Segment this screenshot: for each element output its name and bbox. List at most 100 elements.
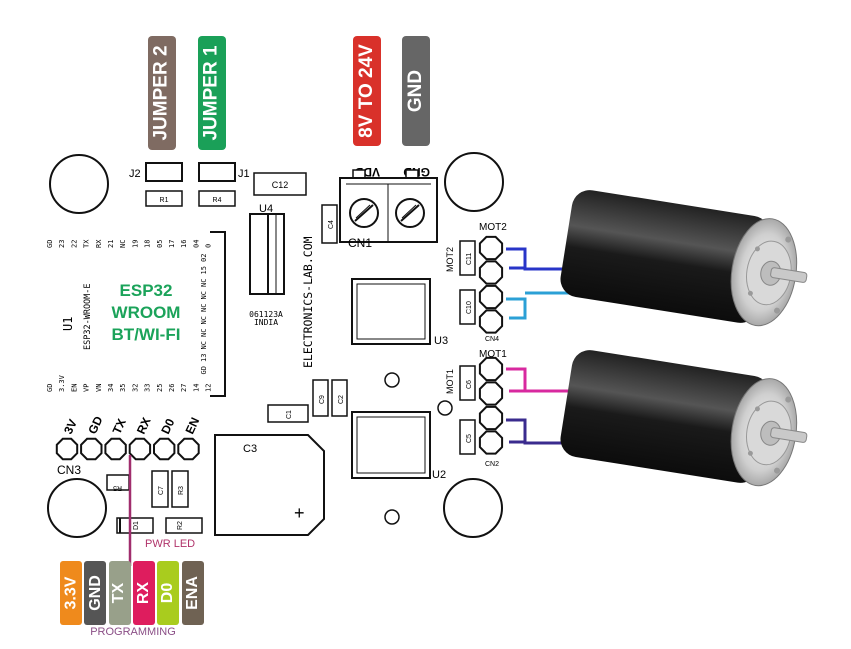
connector-pin[interactable]: [478, 260, 504, 285]
esp32-module-id: ESP32-WROOM-E: [83, 283, 93, 350]
header-pin[interactable]: [128, 437, 152, 461]
capacitor-c10: [459, 289, 476, 325]
esp32-pin-label: NC: [200, 341, 208, 349]
resistor-r4: [198, 190, 236, 207]
esp32-pin-label: 15: [200, 266, 208, 274]
header-pin-label: D0: [158, 416, 177, 436]
esp32-pin-label: 18: [144, 240, 152, 248]
r2-label: R2: [177, 521, 184, 530]
connector-pin[interactable]: [478, 235, 504, 261]
c9-label: C9: [319, 395, 326, 404]
connector-pin[interactable]: [478, 284, 504, 310]
connector-pin[interactable]: [478, 405, 504, 431]
resistor-r3: [171, 470, 189, 508]
c12-label: C12: [272, 180, 289, 190]
board-country: INDIA: [254, 318, 278, 327]
c11-label: C11: [466, 253, 473, 265]
programming-pin-label: GND: [86, 575, 104, 611]
esp32-pin-label: 32: [131, 384, 139, 392]
connector-pin[interactable]: [478, 381, 504, 406]
c7-label: C7: [158, 486, 165, 495]
d1-label: D1: [133, 521, 140, 530]
capacitor-c6: [459, 365, 476, 401]
programming-pin-gnd: GND: [84, 561, 107, 625]
u1-label: U1: [61, 317, 75, 331]
esp32-pin-label: 05: [156, 240, 164, 248]
jumper-1-tag: JUMPER 1: [198, 36, 226, 150]
header-pin[interactable]: [177, 437, 200, 461]
u3-label: U3: [434, 335, 448, 347]
mot1-wire-b: [506, 418, 580, 445]
mot1-label: MOT1: [479, 349, 507, 360]
r4-label: R4: [213, 197, 222, 204]
capacitor-c12: [253, 172, 307, 196]
c5-label: C5: [466, 434, 473, 443]
mot2-label: MOT2: [479, 222, 507, 233]
esp32-pin-label: 34: [107, 384, 115, 392]
jumper-1-text: JUMPER 1: [201, 45, 222, 141]
esp32-pin-label: 14: [192, 384, 200, 392]
programming-pin-tx: TX: [108, 561, 131, 625]
esp32-pin-label: 13: [200, 354, 208, 362]
via-hole: [384, 509, 400, 525]
esp32-pin-label: RX: [95, 239, 103, 248]
esp32-pin-label: 04: [192, 240, 200, 248]
esp32-title: ESP32: [120, 281, 173, 300]
connector-cn4[interactable]: [478, 235, 504, 334]
esp32-pin-label: 23: [58, 240, 66, 248]
esp32-pin-label: 27: [180, 384, 188, 392]
capacitor-c7: [151, 470, 169, 508]
site-label: ELECTRONICS-LAB.COM: [301, 236, 315, 368]
esp32-pin-label: 21: [107, 240, 115, 248]
mounting-hole-bottom-left: [47, 478, 107, 538]
cn1-label: CN1: [348, 236, 372, 250]
terminal-block-cn1[interactable]: VDD GND CN1: [339, 165, 438, 250]
vin-tag: 8V TO 24V: [353, 36, 381, 146]
header-pin[interactable]: [153, 437, 176, 461]
esp32-pin-label: NC: [200, 291, 208, 299]
mot2-wire-b: [506, 297, 527, 320]
via-hole: [384, 372, 400, 388]
jumper-j1[interactable]: [198, 162, 236, 182]
jumper-j2[interactable]: [145, 162, 183, 182]
connector-pin[interactable]: [478, 309, 504, 334]
header-pin[interactable]: [55, 437, 79, 461]
programming-pin-label: ENA: [183, 576, 201, 610]
esp32-pin-label: 02: [200, 254, 208, 262]
esp32-pin-label: 19: [131, 240, 139, 248]
connector-pin[interactable]: [478, 430, 504, 455]
jumper-2-tag: JUMPER 2: [148, 36, 176, 150]
mounting-hole-top-left: [49, 154, 109, 214]
capacitor-c1: [267, 404, 309, 423]
connector-pin[interactable]: [478, 356, 504, 382]
programming-pin-33v: 3.3V: [60, 561, 82, 625]
u4-label: U4: [259, 203, 273, 215]
j2-label: J2: [129, 168, 141, 180]
c6-label: C6: [466, 380, 473, 389]
esp32-pin-label: NC: [119, 240, 127, 248]
mot2-side-label: MOT2: [445, 247, 455, 272]
u2-label: U2: [432, 469, 446, 481]
esp32-pin-label: VN: [95, 384, 103, 392]
esp32-module-outline: [210, 231, 226, 397]
resistor-r1: [145, 190, 183, 207]
capacitor-c5: [459, 419, 476, 455]
esp32-pin-label: 12: [205, 384, 213, 392]
header-pin-label: RX: [134, 415, 154, 436]
motor-2-icon: [560, 190, 808, 327]
capacitor-c4: [321, 204, 338, 244]
diode-d1: [116, 517, 154, 534]
pin-header-cn3[interactable]: [55, 437, 200, 461]
header-pin-label: GD: [85, 414, 105, 437]
esp32-pin-label: 25: [156, 384, 164, 392]
header-pin[interactable]: [104, 437, 127, 461]
capacitor-c2: [331, 379, 348, 417]
r1-label: R1: [160, 197, 169, 204]
connector-cn2[interactable]: [478, 356, 504, 455]
header-pin[interactable]: [80, 437, 103, 461]
driver-u2: [351, 411, 431, 479]
